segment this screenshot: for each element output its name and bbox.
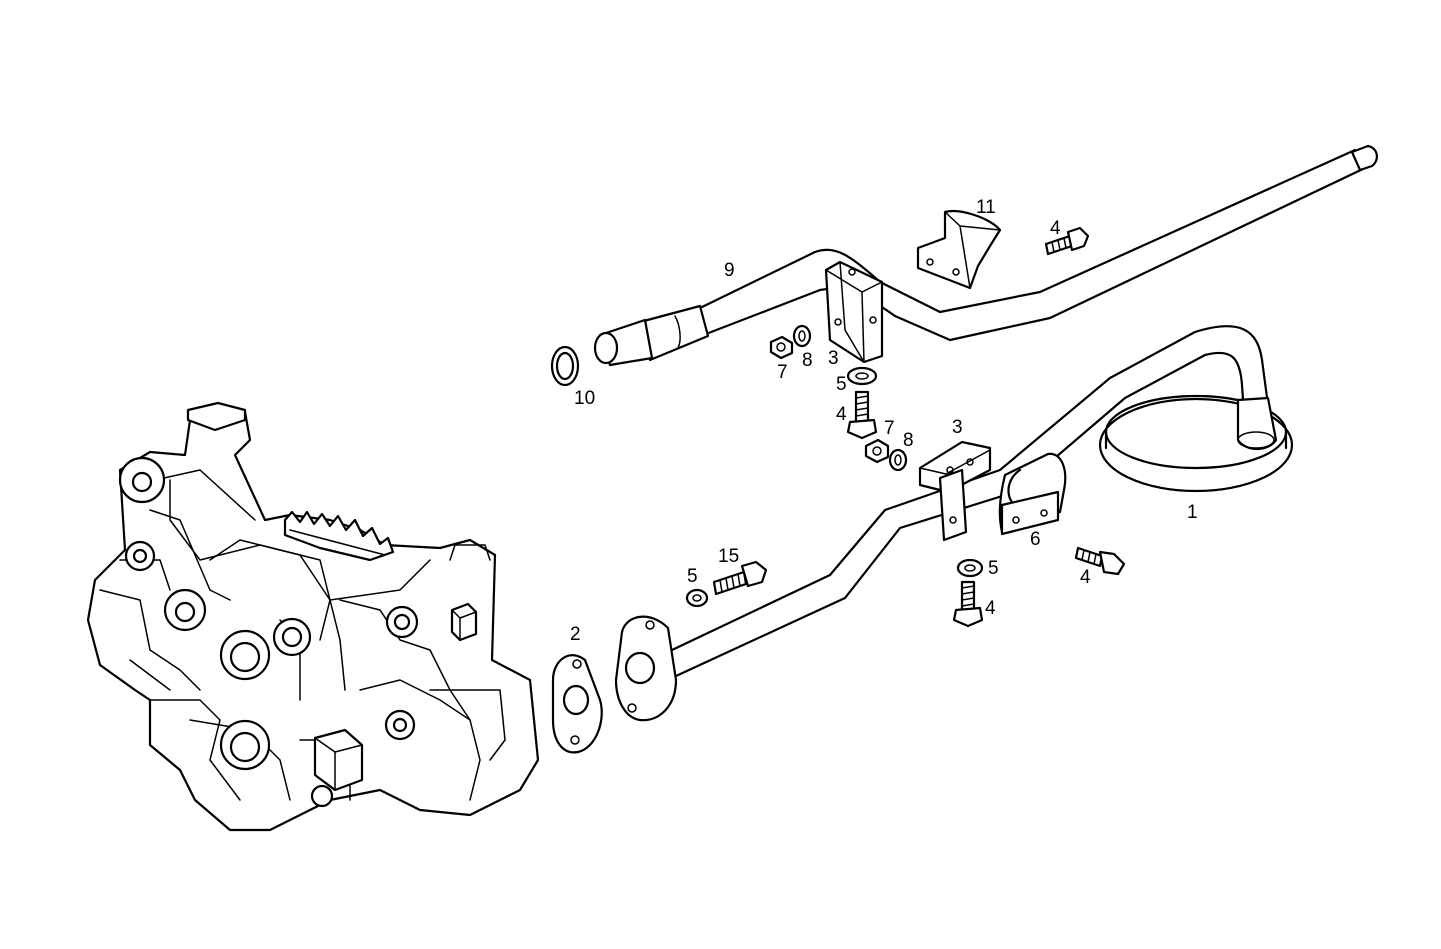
washer-5-lower-right <box>956 558 984 578</box>
callout-9: 9 <box>724 260 735 281</box>
nut-7-lower <box>864 438 890 464</box>
callout-2: 2 <box>570 624 581 645</box>
screw-4-upper-right <box>1044 226 1090 256</box>
washer-5-middle <box>846 366 878 386</box>
callout-15: 15 <box>718 546 739 567</box>
callout-6: 6 <box>1030 529 1041 550</box>
gasket-2 <box>551 654 603 754</box>
pump-gear <box>283 510 395 562</box>
o-ring-10 <box>550 345 580 387</box>
callout-7-upper: 7 <box>777 362 788 383</box>
screw-4-middle <box>846 390 878 440</box>
callout-10: 10 <box>574 388 595 409</box>
washer-5-left <box>685 588 709 608</box>
washer-8-lower <box>888 448 908 472</box>
bracket-11 <box>916 210 1002 290</box>
callout-1: 1 <box>1187 502 1198 523</box>
screw-15 <box>712 560 768 596</box>
callout-5-left: 5 <box>687 566 698 587</box>
callout-3-upper: 3 <box>828 348 839 369</box>
clamp-6 <box>998 452 1067 536</box>
callout-4-lower: 4 <box>985 598 996 619</box>
callout-4-upper-right: 4 <box>1050 218 1061 239</box>
bracket-3-upper <box>824 260 884 364</box>
callout-5-middle: 5 <box>836 374 847 395</box>
callout-4-right: 4 <box>1080 567 1091 588</box>
oil-pump-housing <box>86 401 540 832</box>
bracket-3-lower <box>918 440 992 542</box>
screw-4-right <box>1074 546 1126 576</box>
washer-8-upper <box>792 324 812 348</box>
screw-4-lower <box>952 580 984 628</box>
delivery-pipe-9 <box>593 144 1378 367</box>
callout-11: 11 <box>976 197 996 218</box>
suction-pipe-1 <box>614 325 1294 722</box>
callout-7-lower: 7 <box>884 418 895 439</box>
callout-3-lower: 3 <box>952 417 963 438</box>
nut-7-upper <box>769 335 794 360</box>
callout-4-middle: 4 <box>836 404 847 425</box>
callout-8-upper: 8 <box>802 350 813 371</box>
callout-8-lower: 8 <box>903 430 914 451</box>
callout-5-lower-right: 5 <box>988 558 999 579</box>
